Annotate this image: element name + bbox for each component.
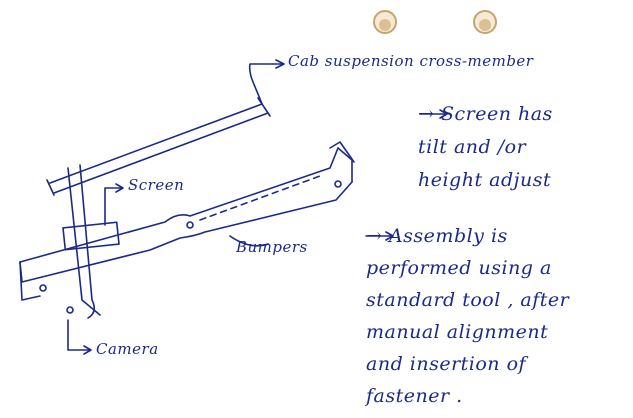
screen-note-line: → Screen has (418, 98, 553, 131)
cab-leader (250, 60, 284, 104)
assembly-note: → Assembly is performed using a standard… (366, 220, 628, 412)
screen-note-line: tilt and /or (418, 131, 553, 164)
bumper-drawing (20, 142, 354, 300)
camera-label: Camera (96, 340, 159, 358)
assembly-note-line: performed using a (366, 252, 628, 284)
screen-label: Screen (128, 176, 184, 194)
camera-leader (68, 320, 91, 354)
screen-note-line: height adjust (418, 164, 553, 197)
assembly-note-line: → Assembly is (366, 220, 628, 252)
assembly-note-line: standard tool , after (366, 284, 628, 316)
screen-note: → Screen has tilt and /or height adjust (418, 98, 553, 197)
screen-box (63, 222, 119, 250)
bumpers-label: Bumpers (236, 238, 308, 256)
screen-leader (105, 184, 123, 225)
punch-holes (374, 11, 496, 33)
assembly-note-line: fastener . (366, 380, 628, 412)
assembly-note-line: and insertion of (366, 348, 628, 380)
assembly-note-line: manual alignment (366, 316, 628, 348)
cab-label: Cab suspension cross-member (288, 52, 533, 70)
